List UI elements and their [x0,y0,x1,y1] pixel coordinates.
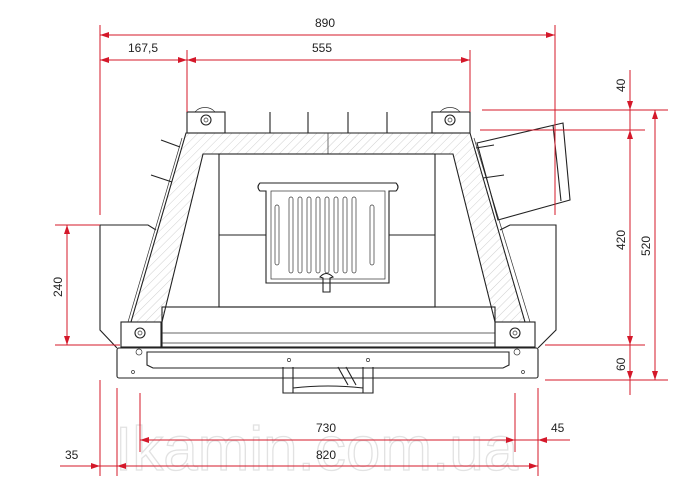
dim-right-total: 520 [639,236,653,256]
insulation-walls [130,132,526,323]
right-side-panel [499,224,557,349]
air-inlet [282,366,374,394]
bolt-bottom-left [120,321,162,348]
top-tabs [269,112,388,134]
dim-left-offset: 167,5 [128,41,158,55]
grate-handle [319,272,335,293]
dim-right-bottom-offset: 45 [551,421,565,435]
dim-left-bottom: 35 [65,448,79,462]
dim-left-height: 240 [51,277,65,297]
dim-front-inner: 730 [316,421,336,435]
watermark: Ikamin.com.ua [115,415,519,484]
bolt-top-right [431,107,471,134]
front-frame [161,306,496,348]
dim-right-top: 40 [614,78,628,92]
dim-front-overall: 820 [316,448,336,462]
dim-right-bottom: 60 [614,357,628,371]
base-plate [116,347,539,379]
bolt-top-left [186,107,226,134]
dim-overall-width: 890 [315,16,335,30]
bolt-bottom-right [494,321,536,348]
firebox-back [218,153,436,308]
dimension-lines [55,25,668,476]
dim-right-middle: 420 [614,230,628,250]
fireplace-outline [99,107,571,394]
grate [257,182,399,293]
dim-top-width: 555 [312,41,332,55]
